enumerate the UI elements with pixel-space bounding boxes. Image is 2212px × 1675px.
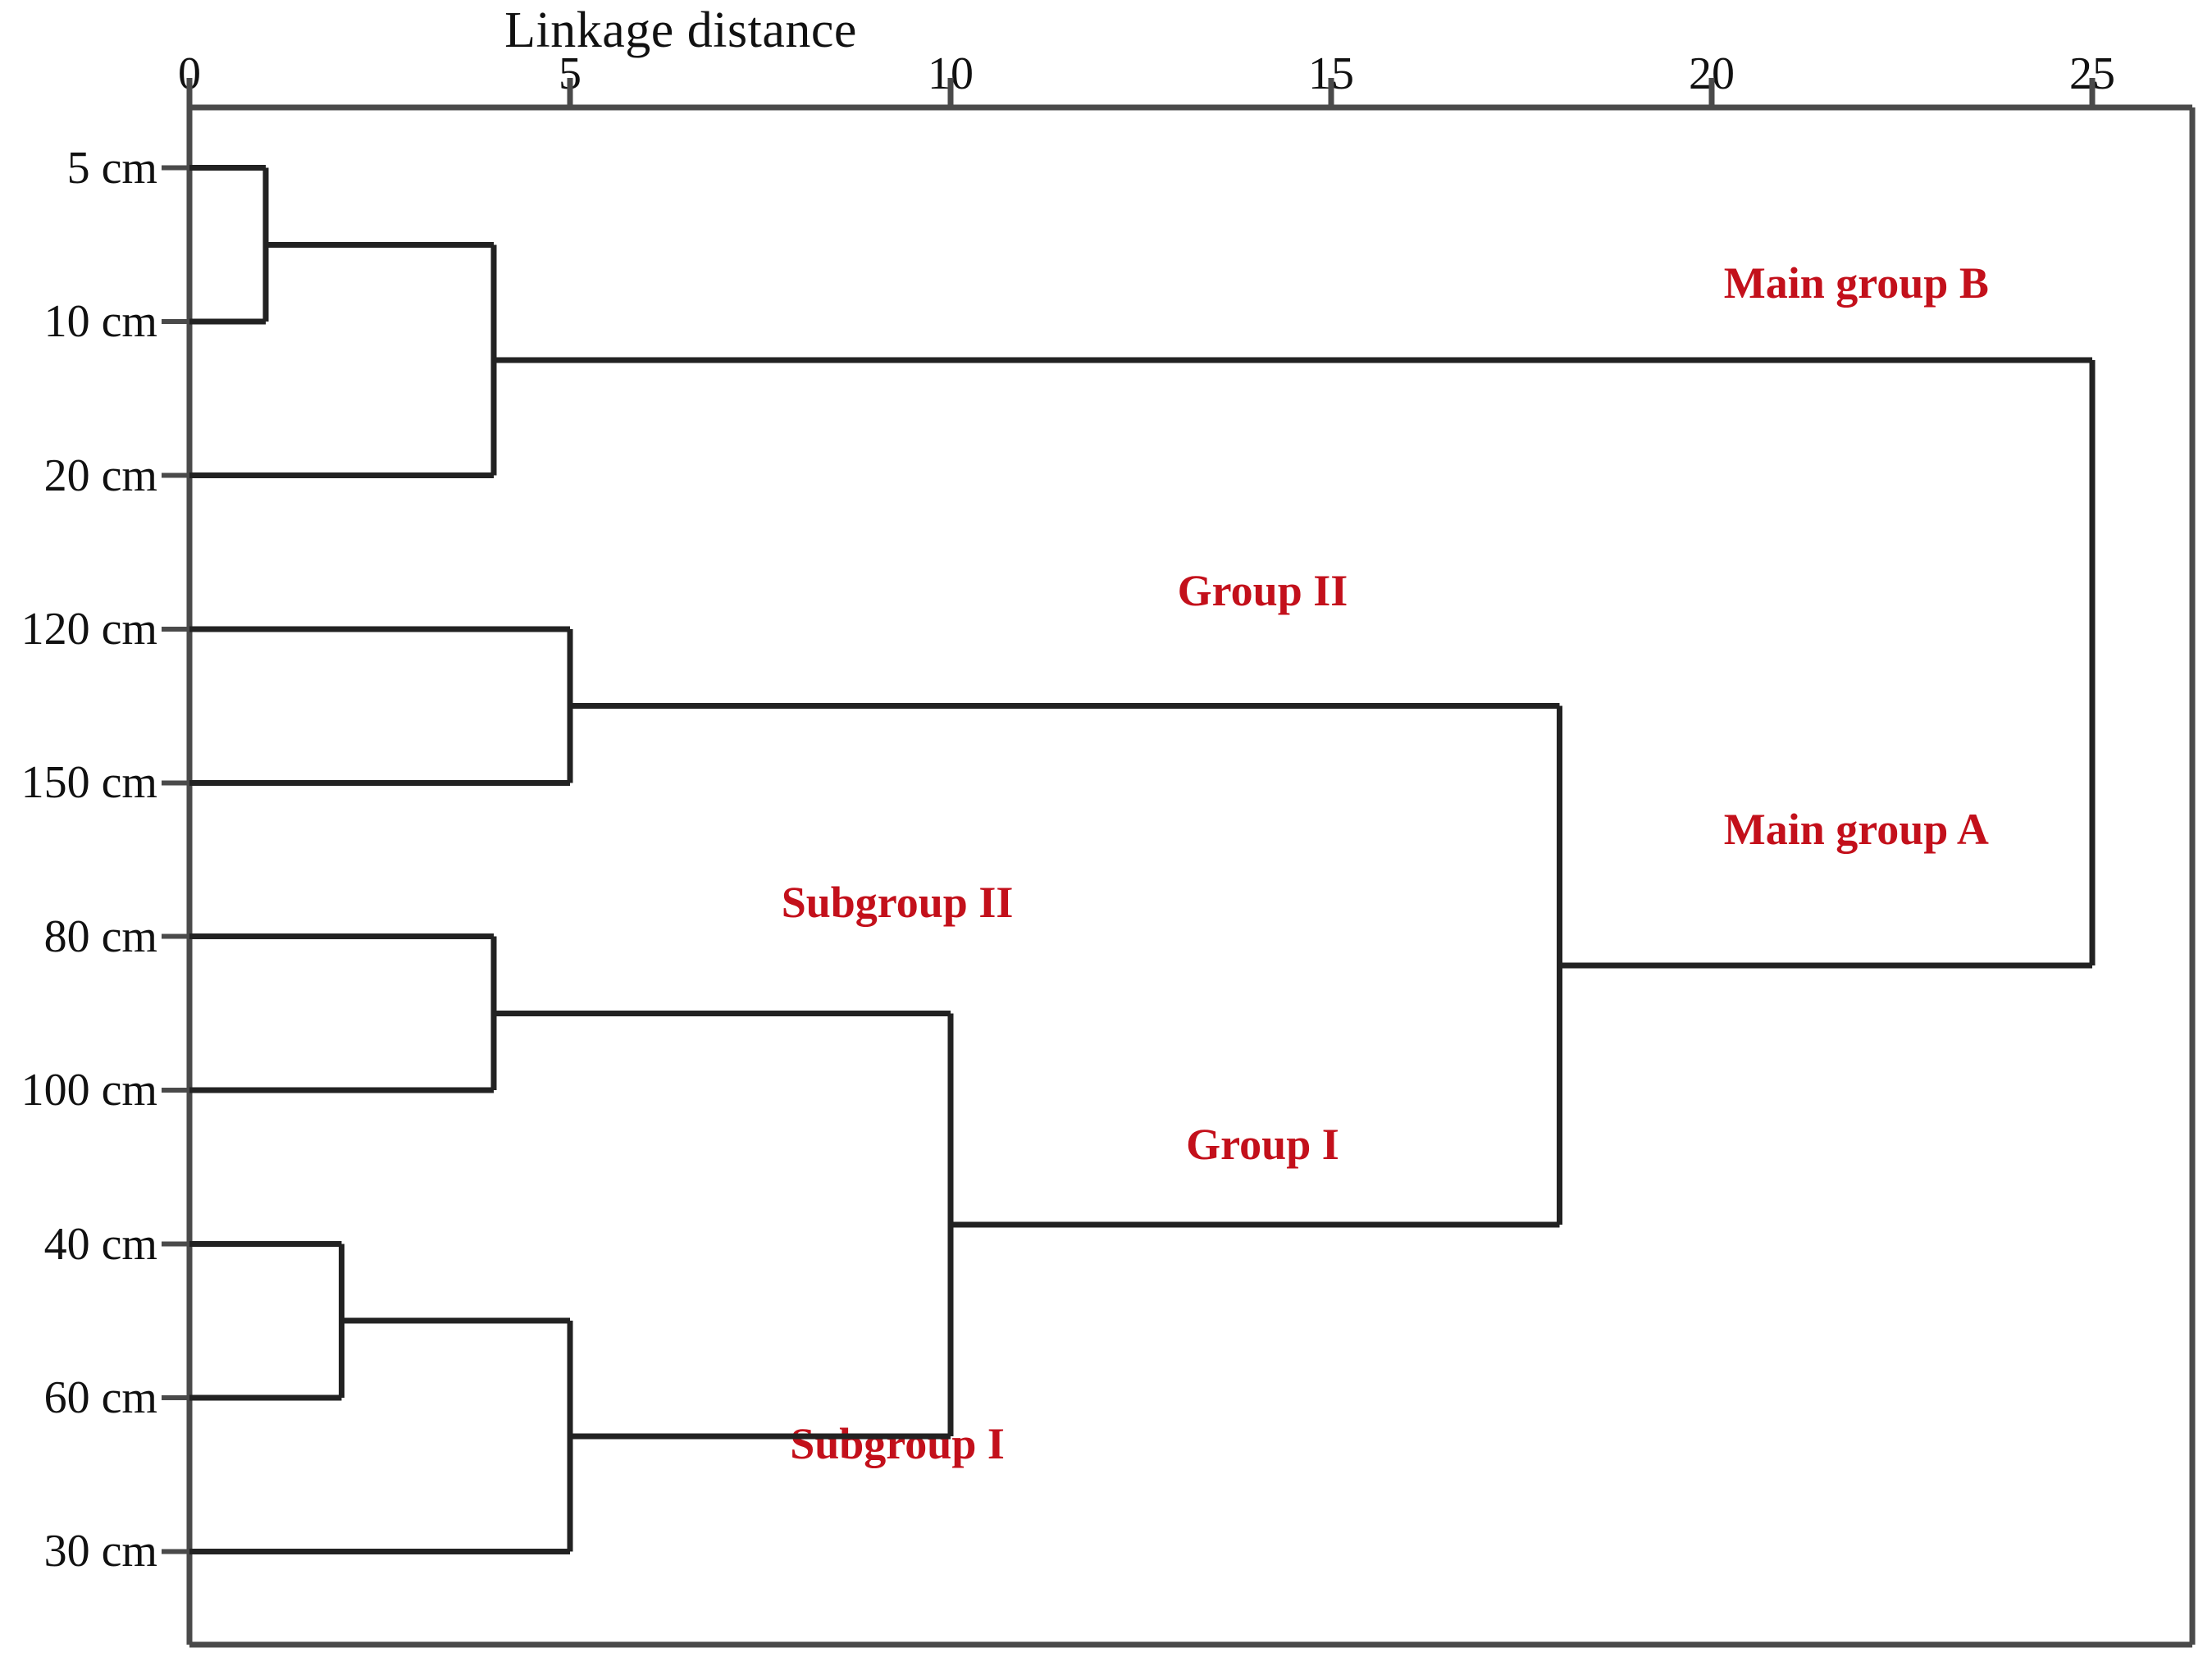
annotation-main-group-a: Main group A (1723, 804, 1989, 854)
leaf-label-30-cm: 30 cm (43, 1526, 157, 1577)
leaf-label-120-cm: 120 cm (21, 603, 157, 655)
chart-title: Linkage distance (504, 2, 857, 58)
annotation-group-ii: Group II (1177, 566, 1348, 616)
annotation-main-group-b: Main group B (1723, 258, 1989, 308)
leaf-label-80-cm: 80 cm (43, 911, 157, 962)
leaf-label-10-cm: 10 cm (43, 296, 157, 348)
annotation-subgroup-ii: Subgroup II (781, 878, 1014, 928)
leaf-label-150-cm: 150 cm (21, 757, 157, 809)
leaf-label-20-cm: 20 cm (43, 450, 157, 501)
annotation-group-i: Group I (1186, 1119, 1339, 1169)
leaf-label-40-cm: 40 cm (43, 1218, 157, 1270)
leaf-label-5-cm: 5 cm (66, 142, 157, 194)
leaf-label-60-cm: 60 cm (43, 1371, 157, 1423)
leaf-label-100-cm: 100 cm (21, 1065, 157, 1116)
annotation-subgroup-i: Subgroup I (790, 1419, 1005, 1469)
